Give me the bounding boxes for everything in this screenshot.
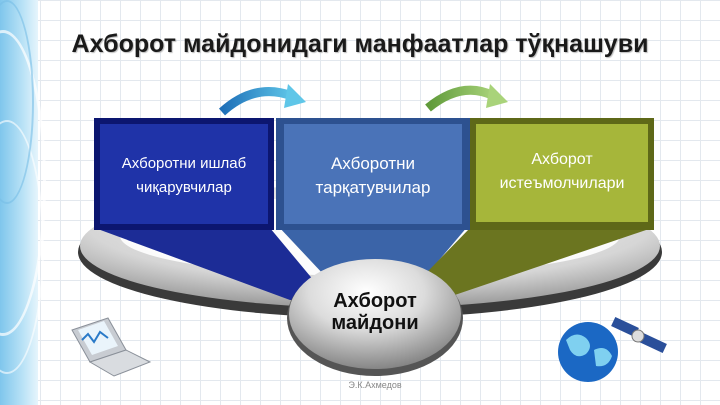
laptop-icon — [71, 317, 152, 377]
funnel-consumers — [400, 228, 652, 300]
slide-title: Ахборот майдонидаги манфаатлар тўқнашуви — [71, 30, 649, 58]
label-consumers-line2: истеъмолчилари — [499, 175, 625, 192]
label-producers-line1: Ахборотни ишлаб — [121, 155, 247, 172]
globe-satellite-icon — [558, 316, 667, 382]
label-distributors-line1: Ахборотни — [330, 154, 416, 173]
box-consumers — [470, 118, 654, 230]
label-producers: Ахборотни ишлаб чиқарувчилар — [100, 152, 268, 200]
center-label: Ахборот майдони — [300, 290, 450, 334]
decorative-left-strip — [0, 0, 46, 405]
label-producers-line2: чиқарувчилар — [136, 179, 232, 196]
label-distributors-line2: тарқатувчилар — [315, 178, 431, 197]
center-sphere — [287, 259, 463, 376]
funnel-producers — [95, 228, 330, 300]
label-distributors: Ахборотни тарқатувчилар — [284, 152, 462, 200]
box-producers — [94, 118, 274, 230]
center-label-line1: Ахборот — [333, 290, 417, 312]
box-distributors — [276, 118, 470, 230]
label-consumers: Ахборот истеъмолчилари — [476, 148, 648, 196]
curved-arrow-icon — [425, 84, 508, 112]
author-caption: Э.К.Ахмедов — [348, 380, 402, 390]
center-label-line2: майдони — [331, 312, 419, 334]
label-consumers-line1: Ахборот — [531, 151, 593, 168]
curved-arrow-icon — [218, 84, 306, 116]
